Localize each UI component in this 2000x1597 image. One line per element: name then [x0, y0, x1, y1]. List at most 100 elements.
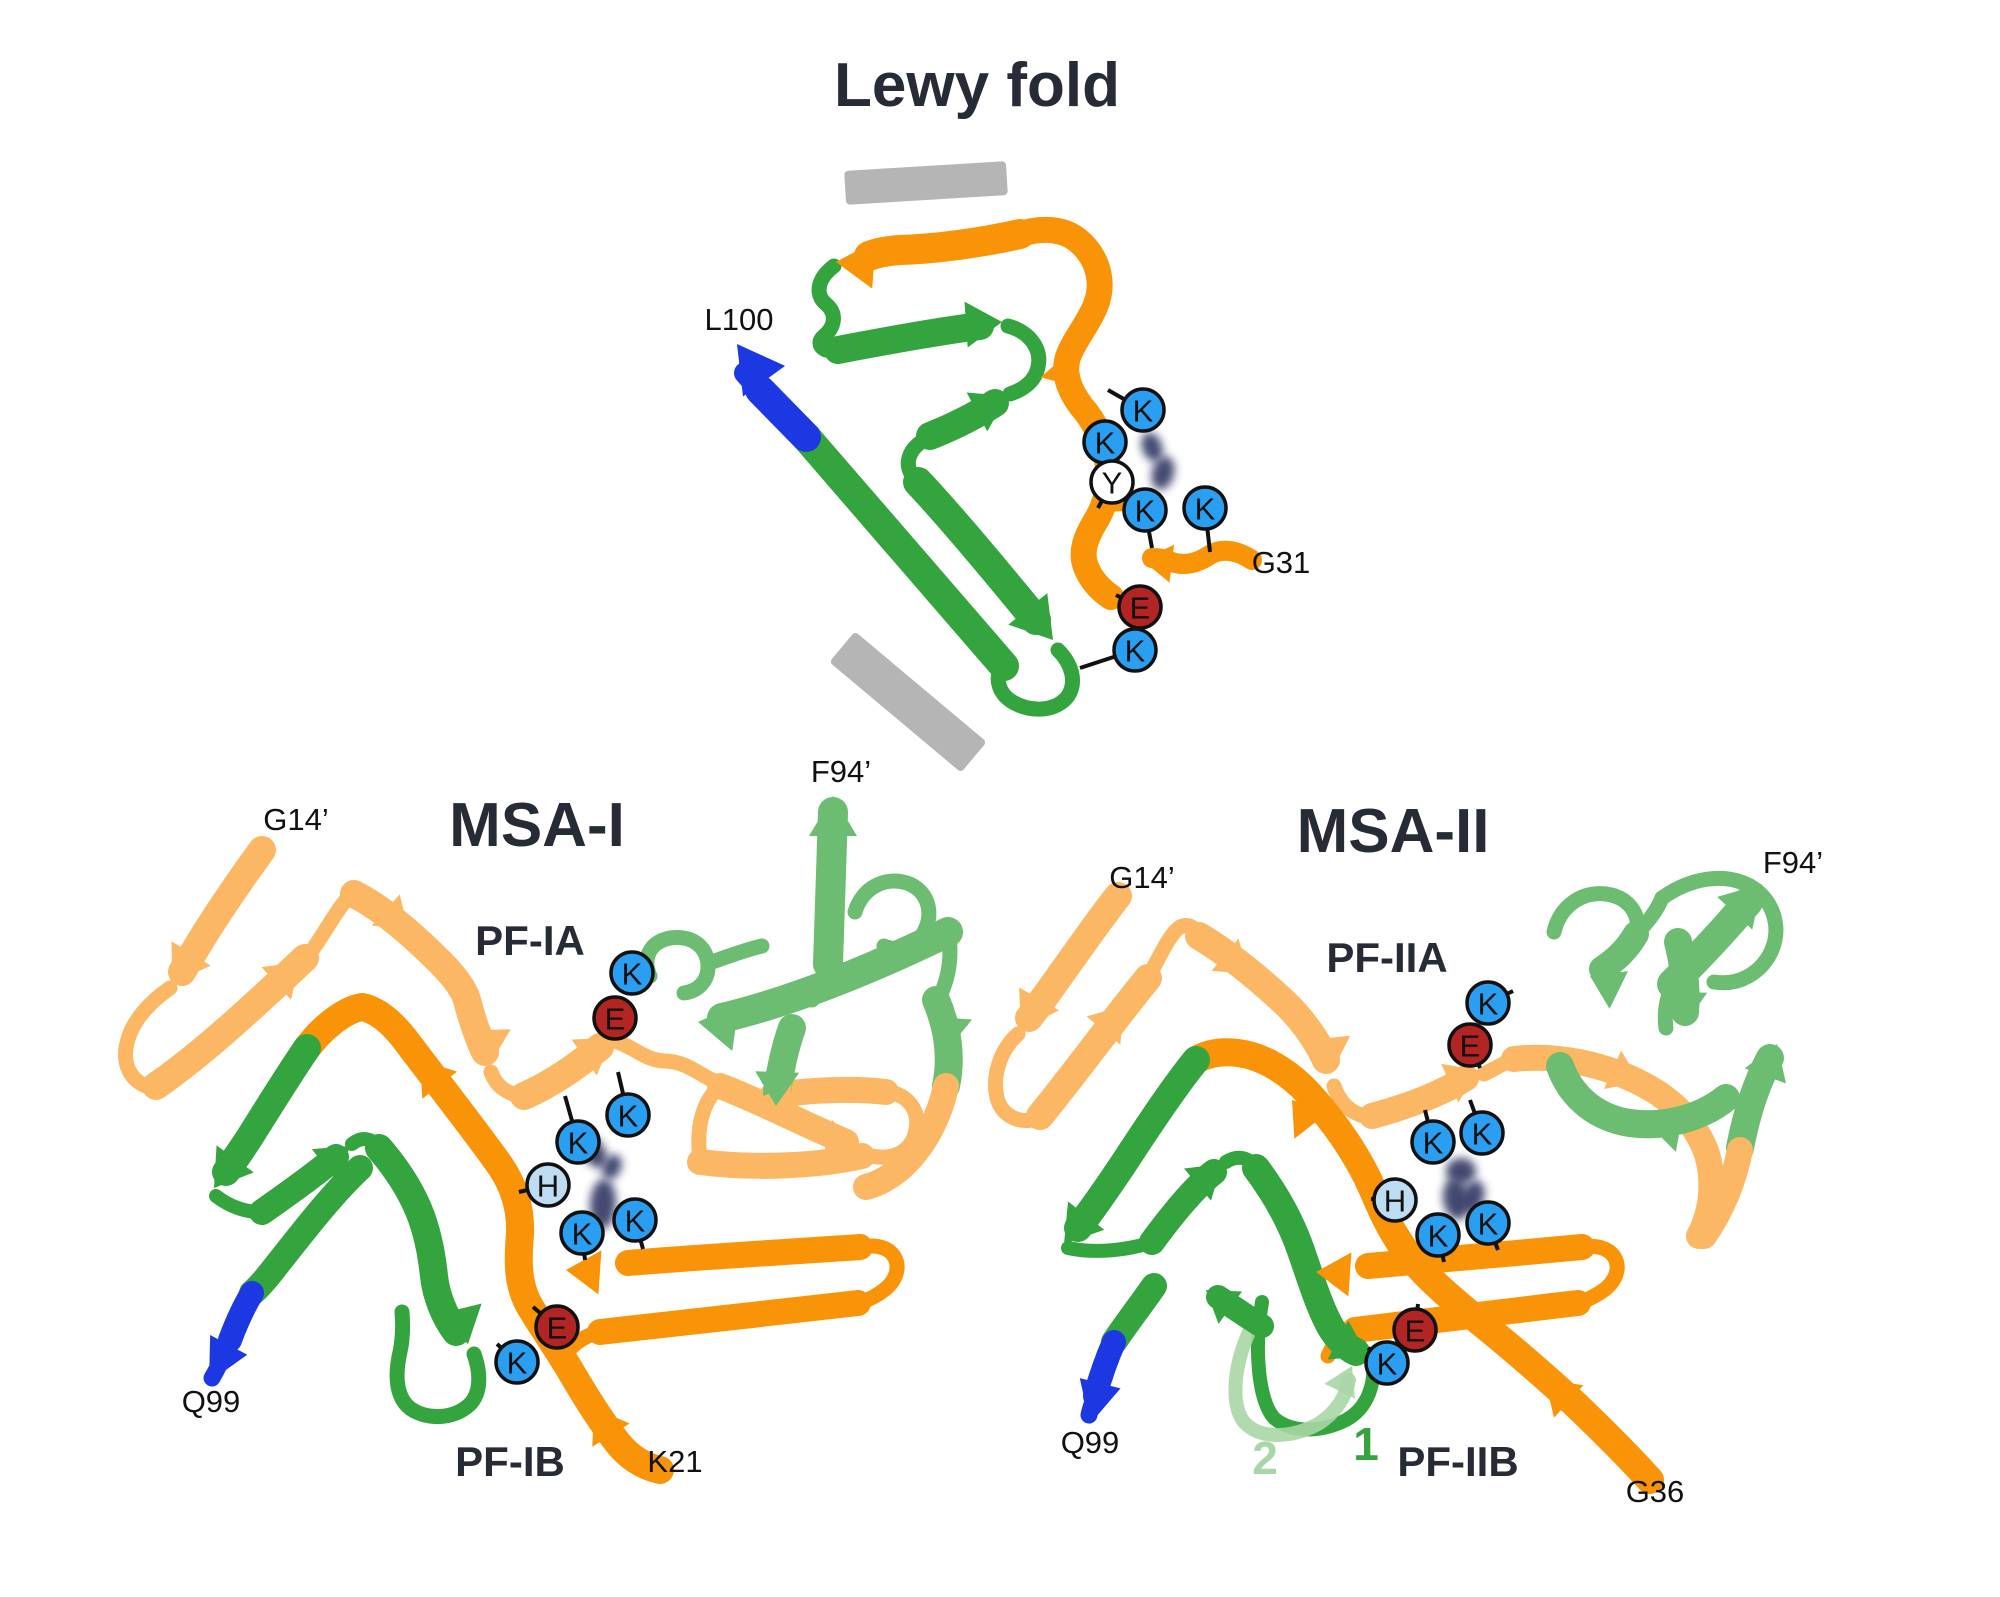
- ribbon-greenLight: [1654, 870, 1784, 991]
- ribbon-arrowhead: [1590, 971, 1628, 1009]
- ribbon-arrowhead: [1441, 1063, 1479, 1103]
- residue-circle-shape: [555, 1119, 601, 1165]
- residue-label: G31: [1252, 545, 1311, 580]
- residue-circle-shape: [1364, 1340, 1410, 1386]
- residue-circle-K: K: [605, 1092, 651, 1138]
- ribbon-arrowhead: [214, 1145, 254, 1188]
- ribbon-arrowhead: [1019, 987, 1059, 1030]
- residue-circle-K: K: [555, 1119, 601, 1165]
- residue-label: G14’: [263, 802, 328, 837]
- ribbon-arrowhead: [1079, 1378, 1121, 1424]
- ribbon-arrowhead: [464, 1029, 511, 1066]
- ligand-density-blob: [1141, 432, 1163, 462]
- ribbon-greenLight: [1589, 921, 1649, 982]
- ribbon-orange: [854, 219, 1035, 271]
- ribbon-orange: [587, 1290, 871, 1345]
- residue-circle-shape: [1465, 980, 1511, 1026]
- loop-number-label: 1: [1353, 1418, 1379, 1470]
- residue-circle-K: K: [1410, 1119, 1456, 1165]
- ribbon-arrowhead: [1064, 1201, 1105, 1244]
- residue-circle-shape: [1410, 1119, 1456, 1165]
- ribbon-green: [1000, 318, 1047, 402]
- residue-label: F94’: [1763, 845, 1823, 880]
- residue-circle-shape: [1415, 1212, 1461, 1258]
- ribbon-greenLight: [1657, 978, 1680, 1036]
- ribbon-arrowhead: [1604, 1050, 1640, 1089]
- ribbon-arrowhead: [592, 1408, 630, 1447]
- residue-circle-K: K: [559, 1210, 605, 1256]
- residue-circle-letter: E: [605, 1002, 626, 1037]
- residue-circle-K: K: [494, 1339, 540, 1385]
- residue-circle-shape: [609, 950, 655, 996]
- residue-circle-shape: [1182, 485, 1228, 531]
- ribbon-arrowhead: [1211, 938, 1248, 974]
- residue-circle-E: E: [592, 995, 638, 1041]
- ribbon-arrowhead: [171, 941, 211, 984]
- residue-circle-letter: K: [625, 1204, 646, 1239]
- ribbon-arrowhead: [1304, 1035, 1351, 1074]
- residue-circle-shape: [592, 995, 638, 1041]
- residue-circle-shape: [1120, 387, 1166, 433]
- residue-circle-letter: K: [572, 1217, 593, 1252]
- ribbon-orangeLight: [1691, 1137, 1753, 1249]
- ligand-density-blob: [1442, 1178, 1470, 1220]
- ribbon-arrowhead: [1206, 1290, 1243, 1324]
- residue-circle-E: E: [1117, 584, 1163, 630]
- residue-label: Q99: [182, 1384, 241, 1419]
- ribbon-arrowhead: [261, 962, 300, 1000]
- ribbon-arrowhead: [436, 1303, 482, 1344]
- residue-circle-letter: H: [1384, 1184, 1406, 1219]
- protofilament-label: PF-IIB: [1397, 1438, 1518, 1485]
- ribbon-arrowhead: [1183, 1164, 1222, 1201]
- ribbon-greenLight: [1546, 886, 1645, 940]
- residue-label: Q99: [1061, 1425, 1120, 1460]
- residue-circle-letter: K: [1095, 426, 1116, 461]
- ribbon-orange: [854, 1238, 905, 1310]
- ribbon-orange: [1355, 1234, 1595, 1279]
- ribbon-orangeLight: [340, 880, 499, 1066]
- panel-title: MSA-I: [449, 791, 625, 860]
- ribbon-orangeLight: [118, 980, 178, 1096]
- ribbon-orange: [1342, 1290, 1591, 1343]
- residue-circle-K: K: [609, 950, 655, 996]
- ribbon-arrowhead: [1663, 991, 1708, 1026]
- ribbon-arrowhead: [1008, 593, 1053, 640]
- ribbon-arrowhead: [1650, 1110, 1684, 1152]
- residue-label: L100: [705, 302, 774, 337]
- ribbon-greenPale: [1228, 1323, 1356, 1442]
- ribbon-orange: [1182, 1038, 1664, 1494]
- residue-label: G14’: [1109, 860, 1174, 895]
- residue-circle-shape: [1459, 1110, 1505, 1156]
- ribbon-orange: [615, 1234, 873, 1276]
- panel-title: Lewy fold: [834, 51, 1120, 120]
- ribbon-greenLight: [1546, 1052, 1740, 1139]
- residue-circle-letter: K: [1428, 1219, 1449, 1254]
- ribbon-green: [1061, 1236, 1157, 1258]
- residue-circle-E: E: [1392, 1307, 1438, 1353]
- ribbon-arrowhead: [1545, 1380, 1584, 1418]
- residue-circle-shape: [494, 1339, 540, 1385]
- ribbon-greenLight: [704, 938, 770, 970]
- ribbon-arrowhead: [966, 392, 1007, 432]
- ribbon-orangeLight: [1015, 882, 1132, 1032]
- residue-circle-Y: Y: [1089, 459, 1135, 505]
- ribbon-arrowhead: [1316, 1252, 1352, 1297]
- residue-circle-letter: Y: [1102, 466, 1123, 501]
- residue-circle-H: H: [1372, 1177, 1418, 1223]
- ribbon-arrowhead: [209, 1335, 248, 1382]
- ribbon-orangeLight: [610, 1034, 728, 1094]
- ligand-density-blob: [1151, 456, 1175, 490]
- residue-circle-shape: [534, 1304, 580, 1350]
- residue-circle-K: K: [1112, 627, 1158, 673]
- loop-number-label: 2: [1252, 1432, 1278, 1484]
- density-bar: [844, 161, 1008, 205]
- ribbon-green: [1064, 1046, 1210, 1242]
- ribbon-orangeLight: [687, 1143, 875, 1179]
- ribbon-green: [791, 422, 1019, 681]
- residue-circle-letter: K: [618, 1099, 639, 1134]
- ribbon-arrowhead: [1324, 1366, 1356, 1399]
- residue-circle-letter: K: [1135, 494, 1156, 529]
- residue-circle-K: K: [1415, 1212, 1461, 1258]
